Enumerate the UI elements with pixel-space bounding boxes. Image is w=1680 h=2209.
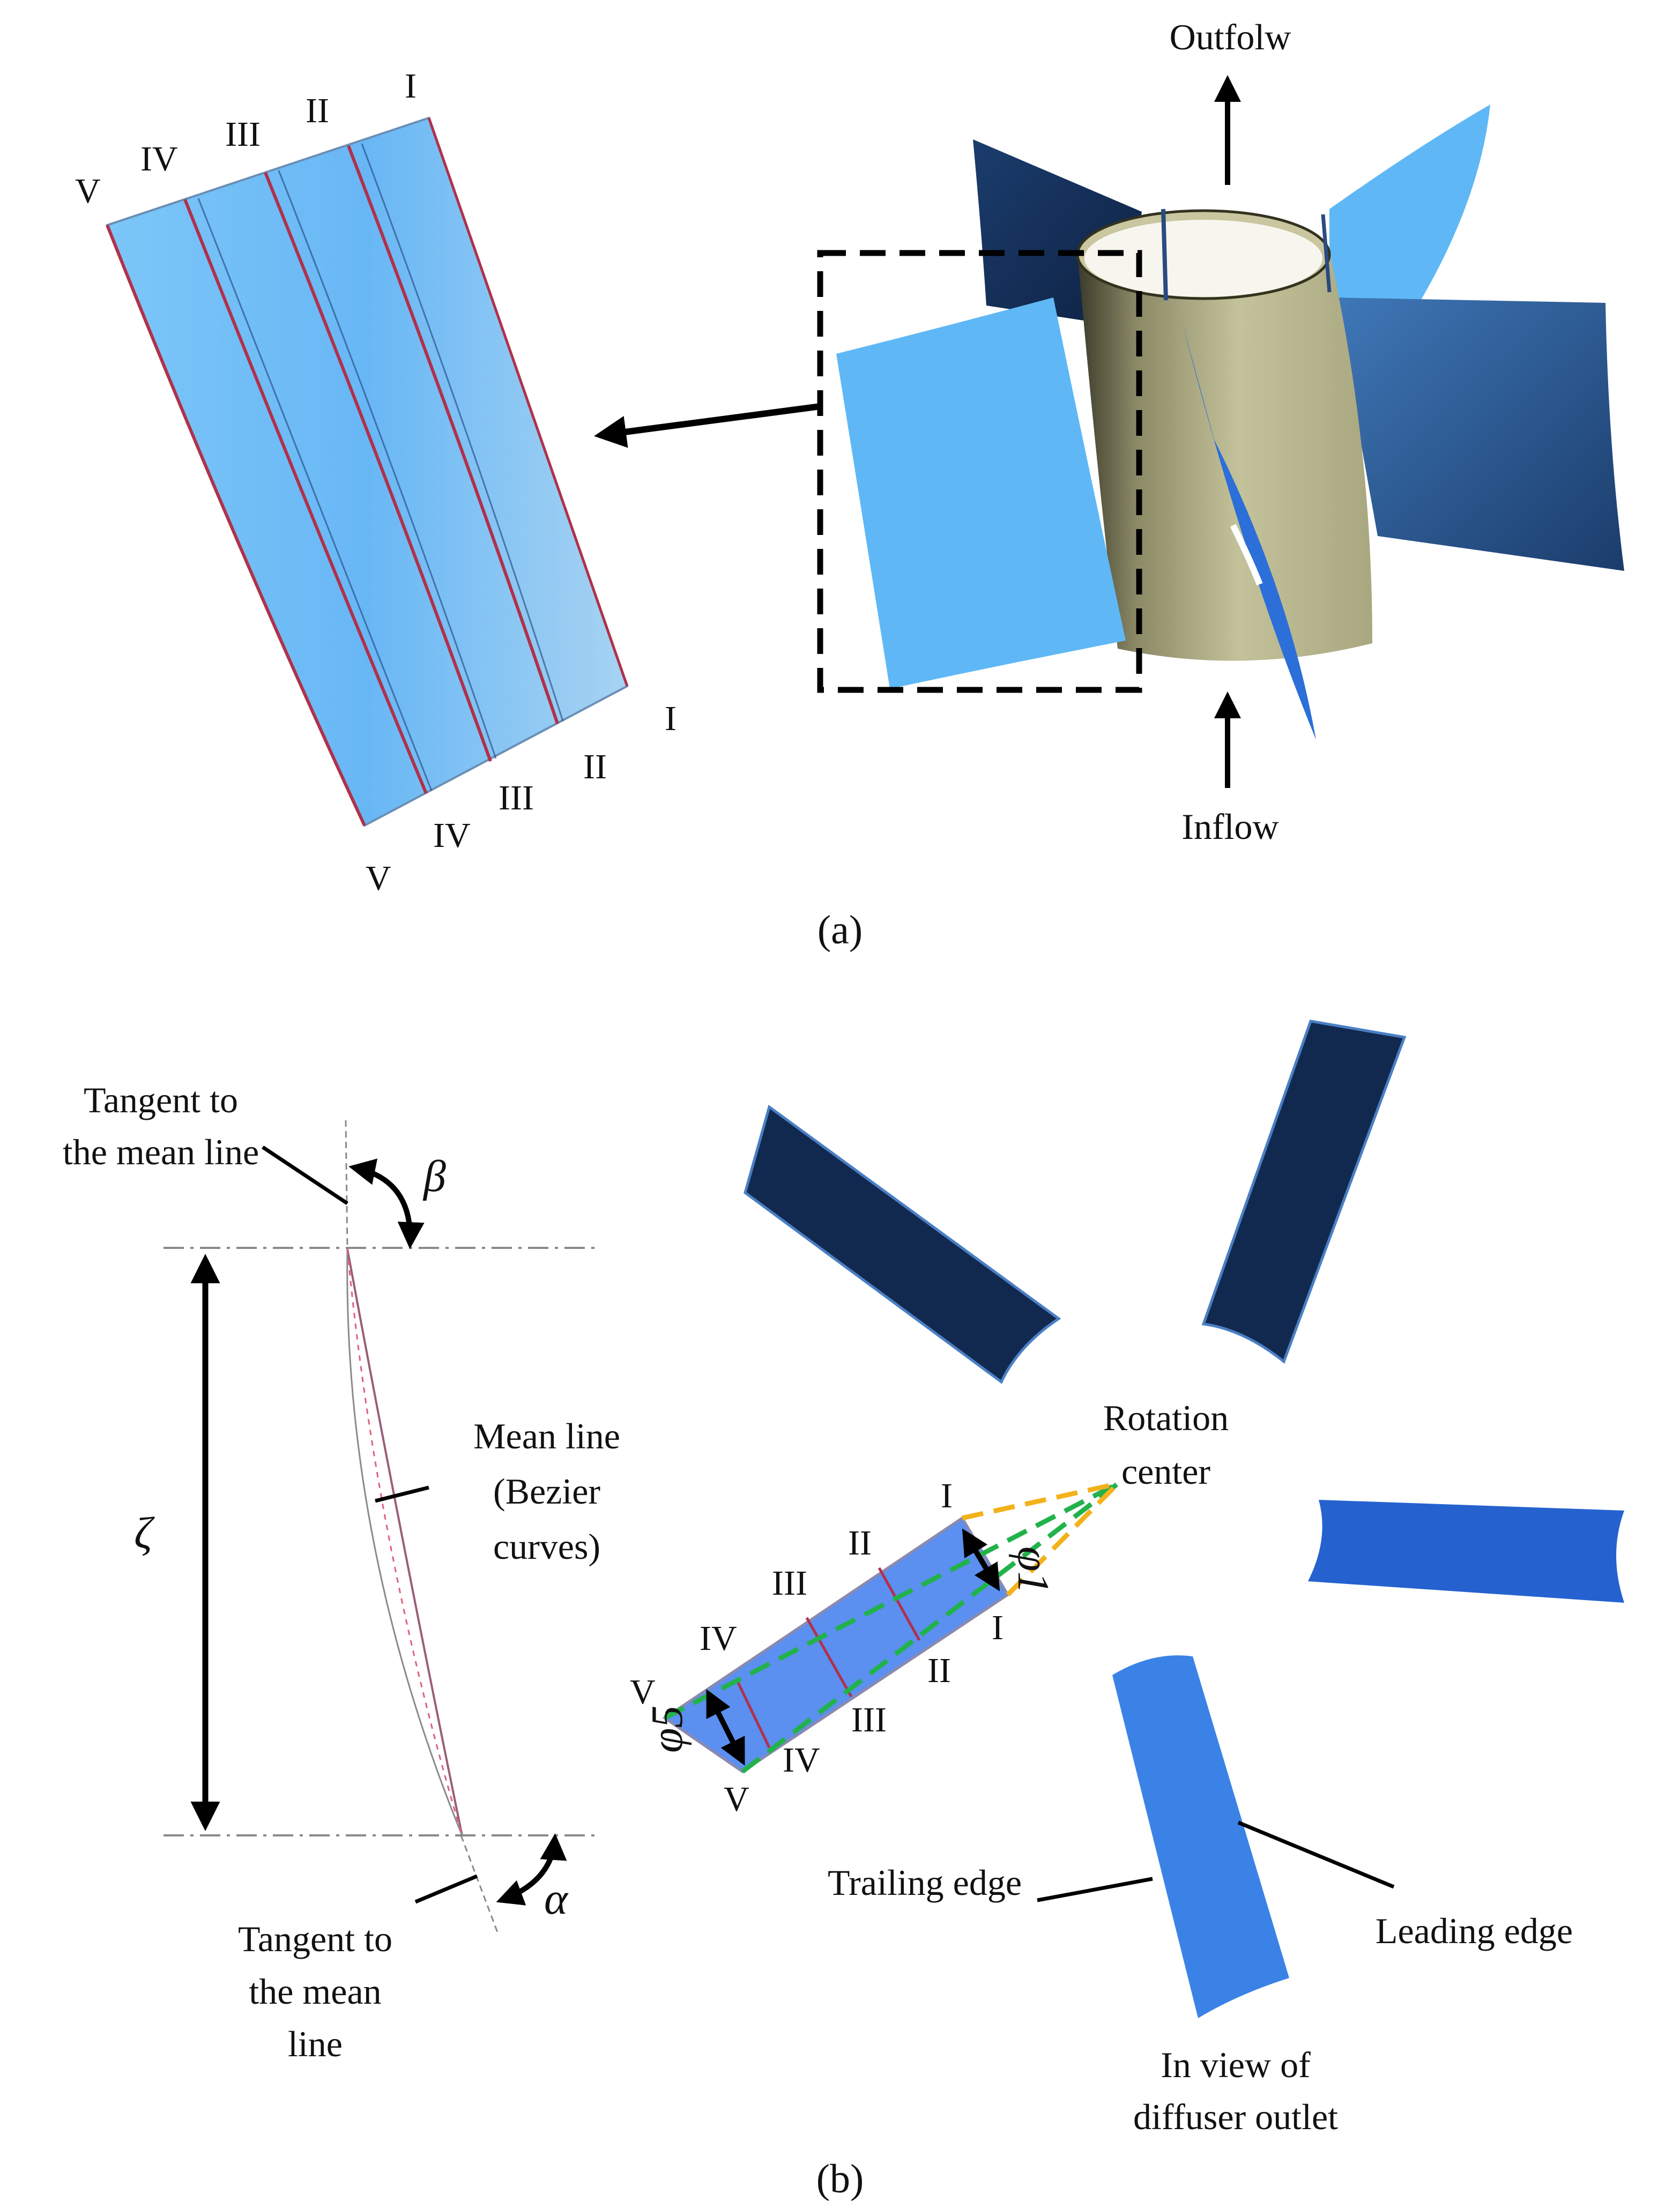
section-label-top-iv: IV [140,139,178,178]
section-upper-i: I [941,1476,953,1515]
view-note-line1: In view of [1161,2044,1311,2085]
alpha-arc [496,1833,567,1906]
caption-b: (b) [816,2156,864,2201]
beta-symbol: β [422,1151,446,1201]
zoom-arrow [594,403,821,448]
mean-line-sketch [163,1120,595,1936]
blade-right [1335,297,1624,571]
section-lower-iii: III [851,1700,887,1739]
tangent-top-line2: the mean line [63,1132,259,1172]
tangent-bottom-line1: Tangent to [238,1918,392,1959]
section-lower-iv: IV [783,1741,820,1780]
section-label-bottom-i: I [665,699,677,738]
blade-back-light [1329,105,1490,327]
section-label-top-i: I [405,66,417,106]
section-upper-v: V [630,1672,656,1712]
enlarged-blade [106,116,629,827]
section-label-bottom-ii: II [583,747,607,786]
caption-a: (a) [817,908,863,953]
hub-cylinder [1077,252,1372,661]
section-label-top-iii: III [225,115,261,154]
view-note-line2: diffuser outlet [1133,2096,1338,2137]
section-line-iv [183,198,428,794]
top-view-blade-upper-right [1201,1020,1407,1364]
panel-a: I II III IV V I II III IV V [75,17,1624,953]
section-line-iii [264,172,492,762]
beta-arc [348,1158,425,1249]
section-label-top-v: V [75,172,101,211]
mean-line-label-3: curves) [493,1526,600,1567]
rotation-center-line1: Rotation [1103,1397,1229,1438]
phi1-symbol: φ1 [1008,1546,1058,1594]
phi5-arrow [706,1689,745,1766]
trailing-edge-label: Trailing edge [828,1862,1022,1903]
mean-line-label-2: (Bezier [493,1471,600,1512]
diffuser-assembly [836,105,1624,740]
top-view-blade-upper-left [744,1104,1061,1384]
section-upper-iv: IV [700,1619,737,1658]
leading-edge-label: Leading edge [1376,1910,1573,1951]
rotation-center-line2: center [1121,1451,1210,1492]
section-label-top-ii: II [306,91,329,130]
section-label-bottom-iv: IV [433,816,471,855]
mean-line-label-1: Mean line [473,1416,620,1456]
section-lower-i: I [992,1608,1003,1647]
blade-front-light [836,297,1126,689]
top-view-blade-right [1308,1500,1624,1603]
top-view-blade-bottom [1112,1655,1289,2018]
selection-box [817,250,1142,693]
phi5-symbol: φ5 [642,1706,692,1753]
diffuser-top-view [662,1020,1624,2018]
section-label-bottom-iii: III [499,778,534,817]
tangent-top-line1: Tangent to [84,1080,238,1120]
alpha-symbol: α [544,1874,569,1924]
panel-b: Tangent to the mean line β ζ Mean line (… [63,1020,1624,2201]
phi1-arrow [962,1528,1000,1591]
zeta-symbol: ζ [134,1508,155,1558]
blade-front-lower [1182,322,1316,740]
section-upper-ii: II [848,1523,872,1563]
outflow-label: Outfolw [1170,17,1291,57]
section-lower-ii: II [927,1651,951,1690]
section-lower-v: V [724,1780,749,1819]
tangent-bottom-line3: line [288,2024,343,2064]
section-line-ii [347,145,559,724]
section-label-bottom-v: V [366,859,391,898]
tangent-bottom-line2: the mean [249,1971,381,2012]
inflow-label: Inflow [1181,806,1278,847]
section-upper-iii: III [772,1564,807,1603]
